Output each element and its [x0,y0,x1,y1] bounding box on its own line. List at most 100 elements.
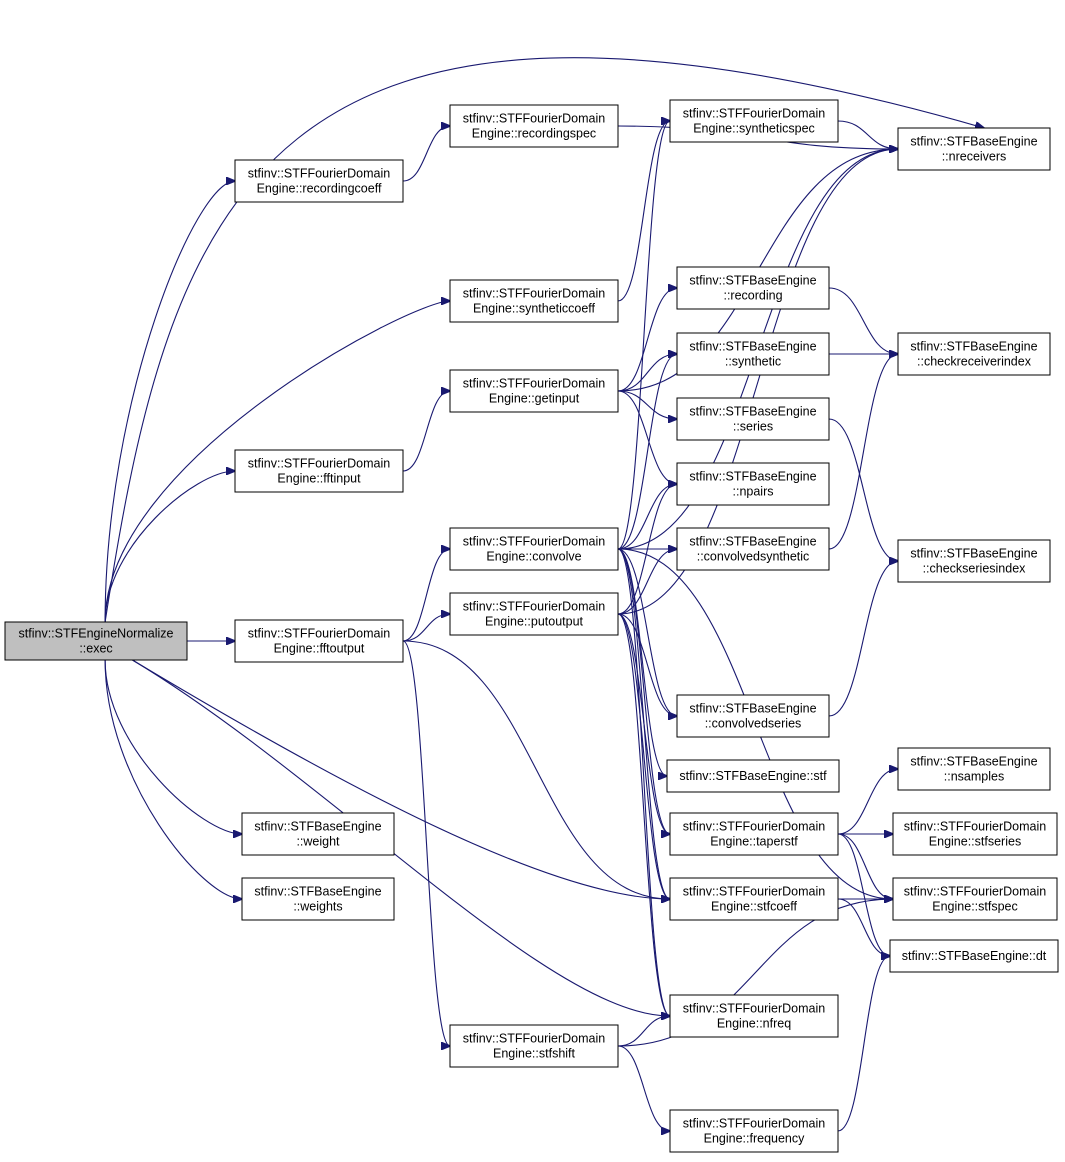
edge-fftinput-to-getinput [402,391,450,472]
edge-convolve-to-synthetic [617,354,677,550]
edge-getinput-to-series [617,390,677,419]
node-label: ::convolvedsynthetic [697,550,810,564]
node-label: stfinv::STFBaseEngine [689,702,816,716]
edge-taperstf-to-stfspec [837,833,893,899]
node-label: stfinv::STFBaseEngine [910,755,1037,769]
edge-convolvedsynthetic-to-checkreceiverindex [828,354,898,550]
node-stfseries[interactable]: stfinv::STFFourierDomainEngine::stfserie… [892,812,1058,856]
node-label: stfinv::STFBaseEngine::stf [679,769,827,783]
node-label: stfinv::STFFourierDomain [248,457,390,471]
node-label: ::weight [296,835,340,849]
node-box [241,812,395,856]
node-label: stfinv::STFFourierDomain [683,820,825,834]
node-label: stfinv::STFFourierDomain [463,1032,605,1046]
node-label: stfinv::STFFourierDomain [248,167,390,181]
edge-stfcoeff-to-dt [837,898,890,956]
node-putoutput[interactable]: stfinv::STFFourierDomainEngine::putoutpu… [449,592,619,636]
node-label: Engine::stfseries [929,835,1021,849]
node-label: ::checkseriesindex [923,562,1027,576]
node-box [449,369,619,413]
node-recordingspec[interactable]: stfinv::STFFourierDomainEngine::recordin… [449,104,619,148]
node-label: Engine::taperstf [710,835,798,849]
node-label: Engine::recordingspec [472,127,596,141]
edge-taperstf-to-dt [837,833,890,956]
edge-series-to-checkseriesindex [828,418,898,561]
node-label: Engine::getinput [489,392,580,406]
node-convolvedseries[interactable]: stfinv::STFBaseEngine::convolvedseries [676,694,830,738]
node-dt[interactable]: stfinv::STFBaseEngine::dt [889,939,1059,973]
node-box [669,877,839,921]
node-label: stfinv::STFBaseEngine [910,340,1037,354]
node-box [676,266,830,310]
node-weights[interactable]: stfinv::STFBaseEngine::weights [241,877,395,921]
edge-taperstf-to-nsamples [837,769,898,835]
node-checkreceiverindex[interactable]: stfinv::STFBaseEngine::checkreceiverinde… [897,332,1051,376]
node-label: stfinv::STFBaseEngine [689,274,816,288]
node-nreceivers[interactable]: stfinv::STFBaseEngine::nreceivers [897,127,1051,171]
node-label: stfinv::STFBaseEngine [689,535,816,549]
edge-stfshift-to-nfreq [617,1016,670,1047]
node-box [676,527,830,571]
node-recording[interactable]: stfinv::STFBaseEngine::recording [676,266,830,310]
node-box [234,449,404,493]
node-label: Engine::putoutput [485,615,584,629]
node-label: stfinv::STFFourierDomain [683,885,825,899]
node-synthetic[interactable]: stfinv::STFBaseEngine::synthetic [676,332,830,376]
edge-exec-to-stfcoeff [132,659,670,899]
edge-fftoutput-to-stfshift [402,640,450,1046]
edge-convolve-to-syntheticspec [617,121,670,550]
edge-getinput-to-recording [617,288,677,392]
node-label: ::checkreceiverindex [917,355,1032,369]
edge-convolve-to-npairs [617,484,677,550]
edge-putoutput-to-stfcoeff [617,613,670,899]
node-convolvedsynthetic[interactable]: stfinv::STFBaseEngine::convolvedsyntheti… [676,527,830,571]
edge-syntheticspec-to-nreceivers [837,120,898,149]
node-nsamples[interactable]: stfinv::STFBaseEngine::nsamples [897,747,1051,791]
edge-putoutput-to-nreceivers [617,149,898,615]
node-box [676,332,830,376]
node-series[interactable]: stfinv::STFBaseEngine::series [676,397,830,441]
edge-exec-to-recordingcoeff [104,181,235,623]
node-box [897,539,1051,583]
node-exec[interactable]: stfinv::STFEngineNormalize::exec [4,621,188,661]
node-label: ::convolvedseries [705,717,802,731]
node-recordingcoeff[interactable]: stfinv::STFFourierDomainEngine::recordin… [234,159,404,203]
node-box [241,877,395,921]
node-label: stfinv::STFFourierDomain [463,377,605,391]
edge-exec-to-weight [104,659,242,834]
node-box [892,812,1058,856]
edge-exec-to-nfreq [132,659,670,1016]
node-checkseriesindex[interactable]: stfinv::STFBaseEngine::checkseriesindex [897,539,1051,583]
node-label: stfinv::STFFourierDomain [683,1002,825,1016]
edge-fftoutput-to-putoutput [402,614,450,642]
edge-convolve-to-taperstf [617,548,670,834]
node-label: stfinv::STFFourierDomain [463,112,605,126]
node-fftoutput[interactable]: stfinv::STFFourierDomainEngine::fftoutpu… [234,619,404,663]
node-syntheticspec[interactable]: stfinv::STFFourierDomainEngine::syntheti… [669,99,839,143]
node-box [449,1024,619,1068]
node-label: Engine::stfcoeff [711,900,797,914]
node-label: Engine::nfreq [717,1017,791,1031]
node-label: Engine::syntheticcoeff [473,302,596,316]
node-box [449,527,619,571]
node-label: stfinv::STFBaseEngine::dt [902,949,1047,963]
node-frequency[interactable]: stfinv::STFFourierDomainEngine::frequenc… [669,1109,839,1153]
node-box [889,939,1059,973]
node-label: stfinv::STFFourierDomain [904,820,1046,834]
node-syntheticcoeff[interactable]: stfinv::STFFourierDomainEngine::syntheti… [449,279,619,323]
node-stf[interactable]: stfinv::STFBaseEngine::stf [666,759,840,793]
node-weight[interactable]: stfinv::STFBaseEngine::weight [241,812,395,856]
node-npairs[interactable]: stfinv::STFBaseEngine::npairs [676,462,830,506]
node-label: ::npairs [733,485,774,499]
edge-putoutput-to-npairs [617,484,677,615]
node-label: Engine::stfshift [493,1047,576,1061]
